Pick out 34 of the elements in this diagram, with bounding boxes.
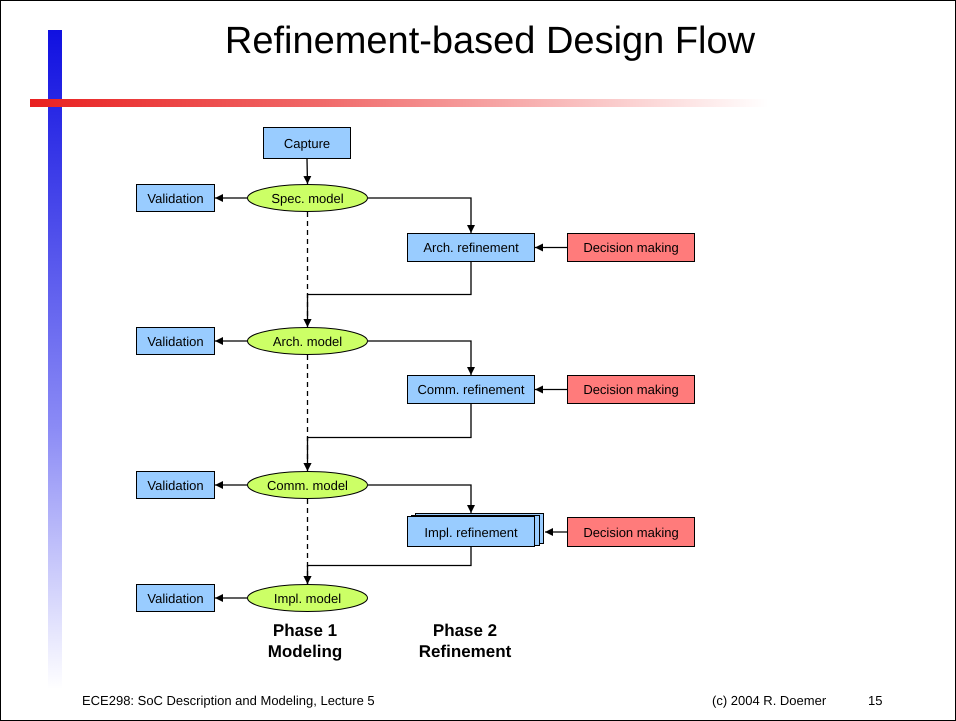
process-box: Validation: [136, 471, 215, 499]
arrow: [215, 594, 247, 602]
arrow: [368, 340, 475, 375]
footer-text: 15: [868, 693, 884, 708]
process-box: Validation: [136, 184, 215, 212]
phase-label: Phase 1 Modeling: [266, 620, 344, 662]
model-ellipse: Impl. model: [247, 584, 368, 612]
arrow: [215, 481, 247, 489]
process-box: Capture: [263, 127, 351, 159]
arrow: [535, 386, 567, 394]
arrow: [215, 194, 247, 202]
model-ellipse: Arch. model: [247, 327, 368, 355]
arrow: [303, 158, 312, 184]
arrow: [215, 337, 247, 345]
process-box: Decision making: [567, 233, 695, 262]
process-box: Decision making: [567, 517, 695, 547]
footer-text: (c) 2004 R. Doemer: [712, 693, 828, 708]
model-ellipse: Spec. model: [247, 184, 368, 212]
process-box: Arch. refinement: [407, 233, 535, 262]
process-box: Decision making: [567, 375, 695, 404]
process-box: Comm. refinement: [407, 375, 535, 404]
process-box: Validation: [136, 327, 215, 355]
footer-text: ECE298: SoC Description and Modeling, Lecture 5: [82, 693, 376, 708]
model-ellipse: Comm. model: [247, 471, 368, 499]
process-box: Validation: [136, 584, 215, 612]
arrow: [535, 244, 567, 252]
arrow: [304, 262, 472, 327]
arrow: [368, 197, 475, 233]
arrow: [304, 404, 472, 471]
arrow: [304, 547, 472, 584]
slide-title: Refinement-based Design Flow: [224, 20, 756, 63]
arrow: [368, 484, 475, 513]
arrow: [545, 528, 567, 536]
phase-label: Phase 2 Refinement: [418, 620, 512, 662]
